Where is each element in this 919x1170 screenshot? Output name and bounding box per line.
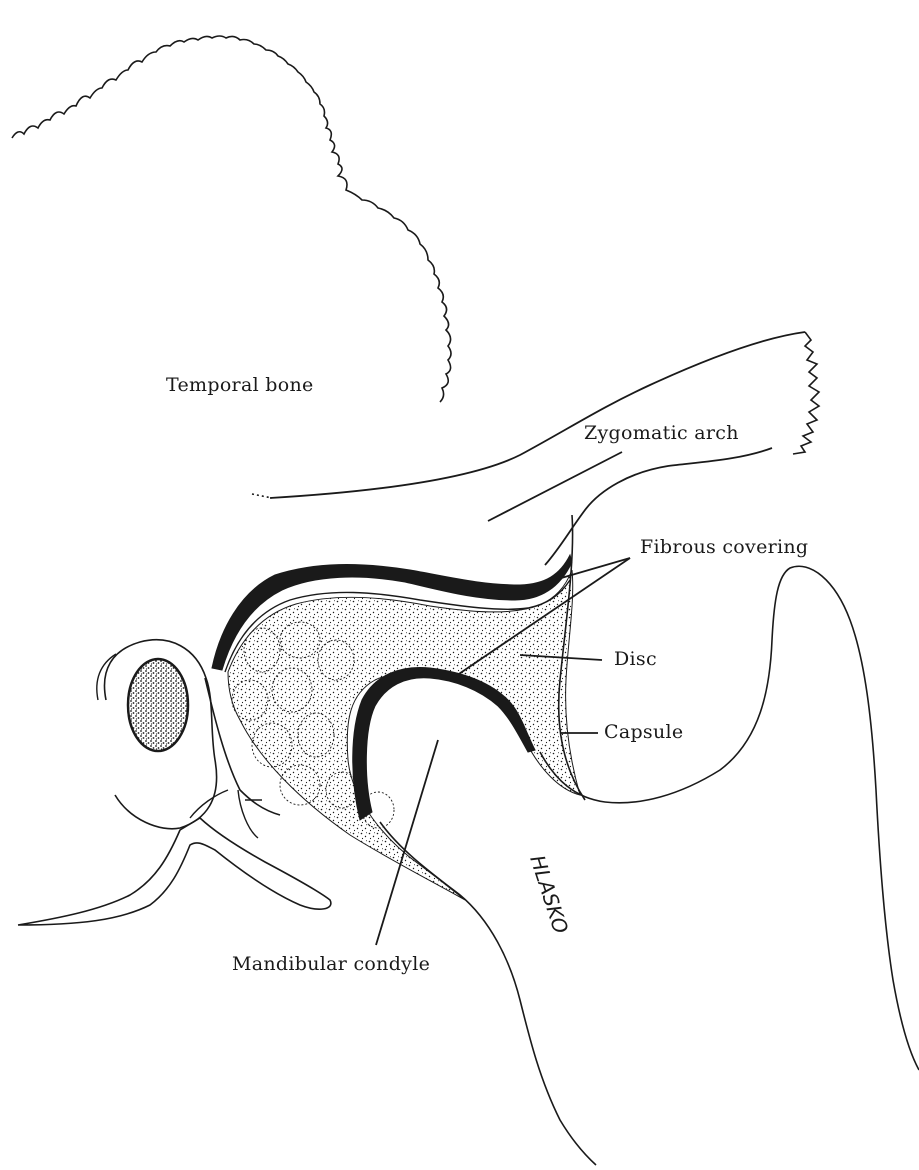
label-disc: Disc [614,650,657,669]
label-mandibular-condyle: Mandibular condyle [232,955,430,974]
leader-fibrous-covering-upper [520,558,630,590]
label-capsule: Capsule [604,723,683,742]
external-auditory-meatus [128,659,188,751]
leader-zygomatic-arch [488,452,622,521]
bone-fragment-outline [190,790,262,838]
zygomatic-arch-serrated-end [793,332,819,454]
styloid-process [18,818,331,925]
label-fibrous-covering: Fibrous covering [640,538,808,557]
mandible-outline [380,822,596,1165]
temporal-bone-outline [12,36,451,402]
zygomatic-arch-dotted-end [252,494,272,498]
label-temporal-bone: Temporal bone [166,376,314,395]
label-zygomatic-arch: Zygomatic arch [584,424,739,443]
zygomatic-arch-outline [270,332,805,498]
svg-text:HLASKO: HLASKO [525,852,573,936]
mandible-neck-outline [540,566,919,1070]
external-ear-rim [97,654,116,700]
artist-signature: HLASKO [525,852,573,936]
